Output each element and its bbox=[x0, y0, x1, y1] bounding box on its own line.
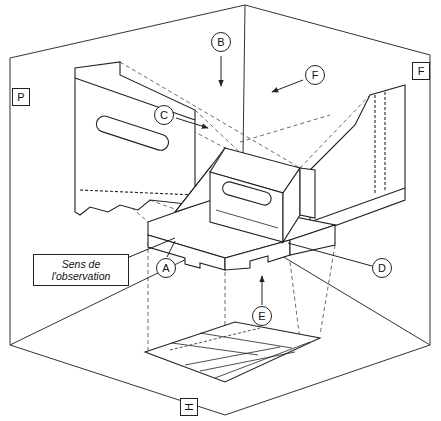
label-text: D bbox=[378, 262, 386, 274]
label-text: C bbox=[160, 109, 168, 121]
note-text: Sens de l'observation bbox=[38, 258, 124, 282]
label-text: B bbox=[217, 36, 224, 48]
label-text: F bbox=[312, 69, 319, 81]
callout-letter: F bbox=[305, 65, 325, 85]
label-text: E bbox=[258, 310, 265, 322]
plane-label: F bbox=[412, 62, 430, 80]
callout-letter: B bbox=[211, 32, 231, 52]
label-text: P bbox=[17, 91, 24, 103]
callout-letter: A bbox=[156, 258, 176, 278]
view-arrows bbox=[122, 56, 372, 409]
note-box: Sens de l'observation bbox=[33, 254, 129, 286]
callout-letter: E bbox=[252, 306, 272, 326]
label-text: A bbox=[162, 262, 169, 274]
projection-cube bbox=[10, 5, 430, 415]
plane-label: H bbox=[180, 398, 198, 416]
callout-letter: C bbox=[154, 105, 174, 125]
callout-letter: D bbox=[372, 258, 392, 278]
part-views bbox=[75, 62, 405, 382]
label-text: H bbox=[183, 403, 195, 411]
plane-label: P bbox=[12, 88, 30, 106]
label-text: F bbox=[418, 65, 425, 77]
